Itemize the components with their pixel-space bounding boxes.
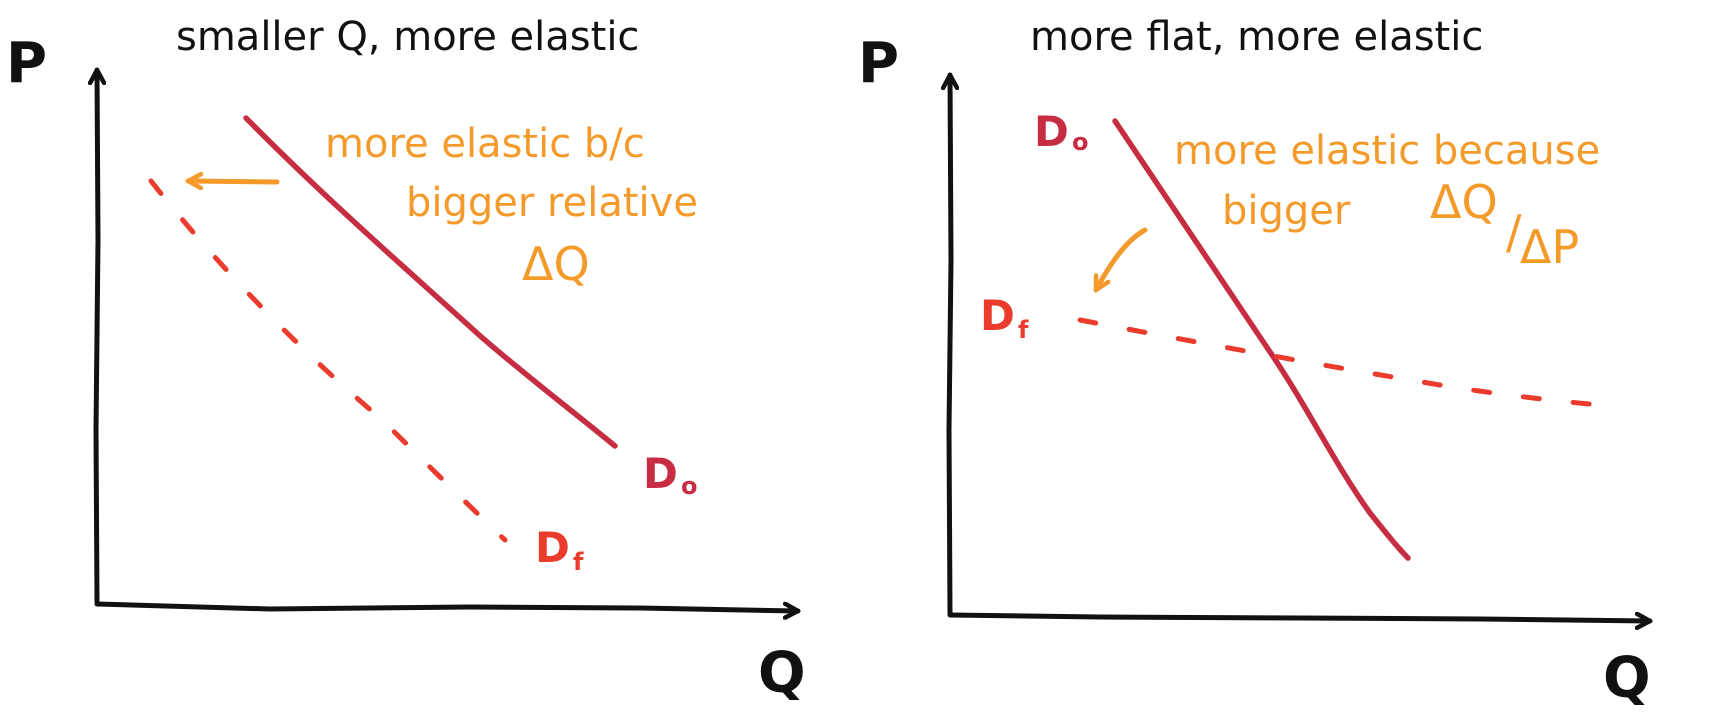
right-note-delta-q: ΔQ [1430,175,1498,229]
right-d0-label-main: D [1034,107,1069,156]
left-note-delta-q: ΔQ [522,237,590,291]
left-horizontal-axis [94,601,801,611]
left-vertical-axis [96,67,98,605]
right-d0-label: D o [1034,107,1088,156]
left-df-label: D f [535,523,584,576]
left-p-axis-label: P [6,31,47,96]
left-title: smaller Q, more elastic [176,14,639,60]
left-d0-curve [243,115,618,449]
left-d0-label: D o [643,449,697,500]
left-df-label-main: D [535,523,570,572]
right-d0-label-sub: o [1072,128,1089,156]
right-p-axis-label: P [858,31,899,96]
left-d0-label-sub: o [681,472,698,500]
left-d0-label-main: D [643,449,678,498]
right-note-line-2: bigger [1222,188,1351,234]
left-note-line-2: bigger relative [406,180,698,226]
right-note-delta-p: ΔP [1520,220,1579,274]
right-panel: more flat, more elastic P Q more elastic… [858,14,1653,711]
left-note-line-1: more elastic b/c [325,121,645,167]
right-title: more flat, more elastic [1030,14,1483,60]
left-q-axis-label: Q [758,641,806,706]
right-shift-arrow [1093,227,1148,293]
left-shift-arrow [185,181,280,182]
left-panel: smaller Q, more elastic P Q more elastic… [6,14,806,706]
left-df-dashed-curve [148,178,508,543]
right-horizontal-axis [947,615,1653,621]
right-df-label: D f [980,291,1029,344]
right-df-label-sub: f [1018,316,1029,344]
right-df-dashed-curve [1077,317,1603,408]
left-df-label-sub: f [573,548,584,576]
right-q-axis-label: Q [1603,646,1651,711]
right-note-line-1: more elastic because [1174,128,1600,174]
right-vertical-axis [949,72,951,616]
right-d0-curve [1112,118,1411,561]
right-df-label-main: D [980,291,1015,340]
right-note-slash: / [1506,205,1522,259]
